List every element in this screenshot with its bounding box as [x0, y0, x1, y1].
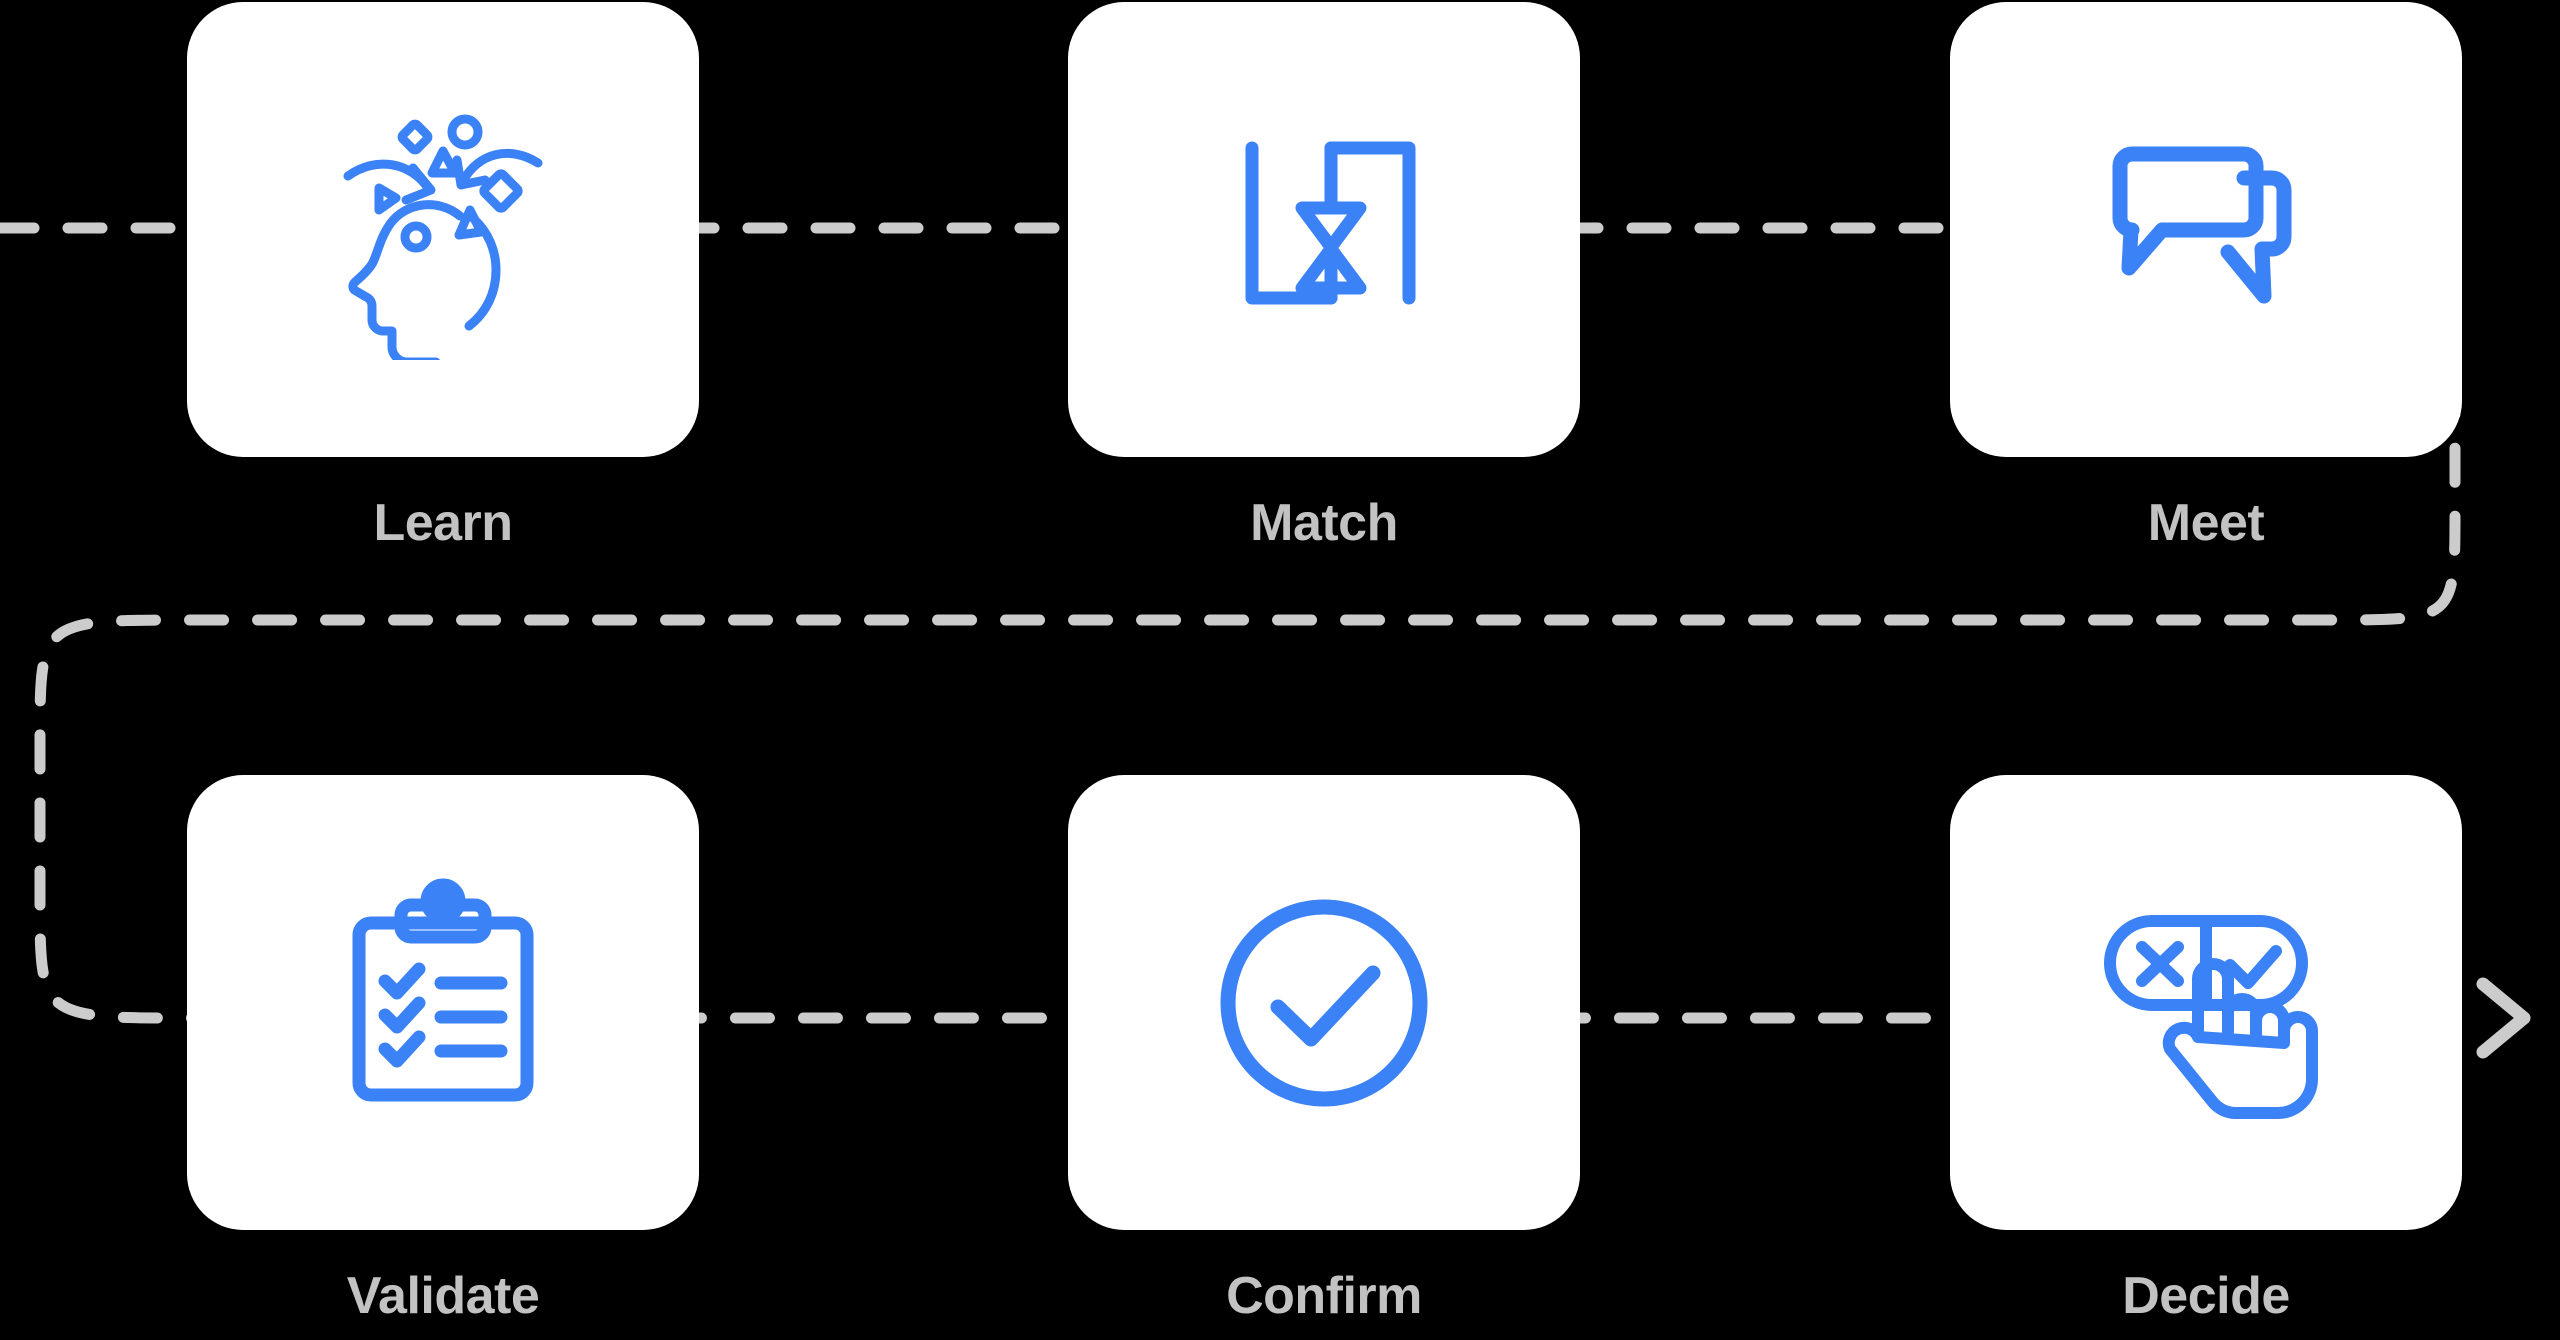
head-ideas-icon	[343, 114, 543, 360]
choice-toggle-hand-icon	[2104, 914, 2318, 1119]
step-label: Match	[1250, 494, 1398, 552]
flow-step-decide[interactable]: Decide	[1950, 775, 2462, 1322]
check-circle-icon	[1220, 899, 1428, 1106]
flow-step-meet[interactable]: Meet	[1950, 2, 2462, 549]
two-way-swap-icon	[1245, 141, 1416, 304]
step-label: Validate	[346, 1267, 540, 1325]
step-label: Confirm	[1226, 1267, 1422, 1325]
step-card[interactable]	[1950, 2, 2462, 457]
clipboard-checklist-icon	[352, 878, 534, 1101]
flow-row-bottom: Validate Confirm	[0, 775, 2560, 1335]
flow-step-confirm[interactable]: Confirm	[1068, 775, 1580, 1322]
step-label: Decide	[2122, 1267, 2290, 1325]
step-label: Learn	[373, 494, 513, 552]
step-card[interactable]	[187, 2, 699, 457]
chat-bubbles-icon	[2112, 146, 2292, 303]
step-card[interactable]	[1068, 775, 1580, 1230]
step-label: Meet	[2147, 494, 2265, 552]
flow-step-match[interactable]: Match	[1068, 2, 1580, 549]
step-card[interactable]	[1950, 775, 2462, 1230]
flow-row-top: Learn Match	[0, 2, 2560, 562]
step-card[interactable]	[1068, 2, 1580, 457]
step-card[interactable]	[187, 775, 699, 1230]
flow-step-learn[interactable]: Learn	[187, 2, 699, 549]
flow-step-validate[interactable]: Validate	[187, 775, 699, 1322]
